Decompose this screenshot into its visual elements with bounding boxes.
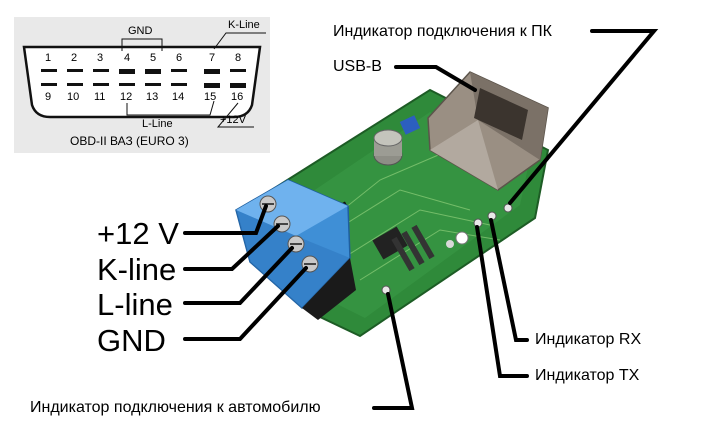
obd-connector-diagram: GND K-Line L-Line +12V OBD-II ВАЗ (EURO … (14, 17, 270, 153)
label-pc-indicator: Индикатор подключения к ПК (333, 23, 552, 40)
label-usb-b: USB-B (333, 58, 382, 75)
top-pin-contacts (41, 69, 246, 74)
obd-power-label: +12V (220, 114, 246, 126)
bottom-pin-contacts (41, 83, 246, 88)
pin-number: 11 (94, 91, 106, 103)
pin-number: 4 (124, 52, 131, 64)
pin-number: 13 (146, 91, 159, 103)
chip (372, 226, 408, 260)
pin-number: 12 (120, 91, 133, 103)
label-12v: +12 V (97, 216, 179, 251)
trimmer (399, 115, 421, 135)
obd-connector-drawing (22, 32, 266, 128)
pin-number: 1 (45, 52, 52, 64)
pin-number: 9 (45, 91, 52, 103)
pin-number: 10 (67, 91, 80, 103)
label-kline: K-line (97, 252, 177, 287)
label-car-indicator: Индикатор подключения к автомобилю (30, 399, 321, 416)
label-rx-indicator: Индикатор RX (535, 331, 642, 348)
leader-usb (394, 65, 477, 92)
leader-gnd (183, 266, 308, 341)
leader-lline (183, 246, 294, 305)
pin-number: 8 (235, 52, 242, 64)
leader-tx (475, 225, 529, 378)
pin-number: 5 (150, 52, 157, 64)
pin-number: 7 (209, 52, 216, 64)
pin-number: 16 (231, 91, 244, 103)
label-lline: L-line (97, 287, 173, 322)
leader-pc (508, 29, 659, 205)
pin-header (391, 224, 435, 272)
obd-caption: OBD-II ВАЗ (EURO 3) (70, 134, 189, 148)
led-pc (503, 203, 513, 213)
pin-number: 15 (204, 91, 217, 103)
usb-b-connector (427, 71, 549, 191)
pin-number: 14 (172, 91, 185, 103)
leader-lines (183, 29, 659, 410)
pin-number: 3 (97, 52, 104, 64)
pin-number: 6 (176, 52, 183, 64)
leader-12v (183, 204, 268, 235)
leader-kline (183, 224, 280, 271)
label-gnd: GND (97, 323, 166, 358)
obd-lline-label: L-Line (142, 118, 173, 130)
leader-car (372, 292, 415, 410)
label-tx-indicator: Индикатор TX (535, 367, 640, 384)
obd-kline-label: K-Line (228, 19, 260, 31)
obd-gnd-label: GND (128, 25, 153, 37)
leader-rx (489, 218, 529, 342)
pin-number: 2 (71, 52, 78, 64)
